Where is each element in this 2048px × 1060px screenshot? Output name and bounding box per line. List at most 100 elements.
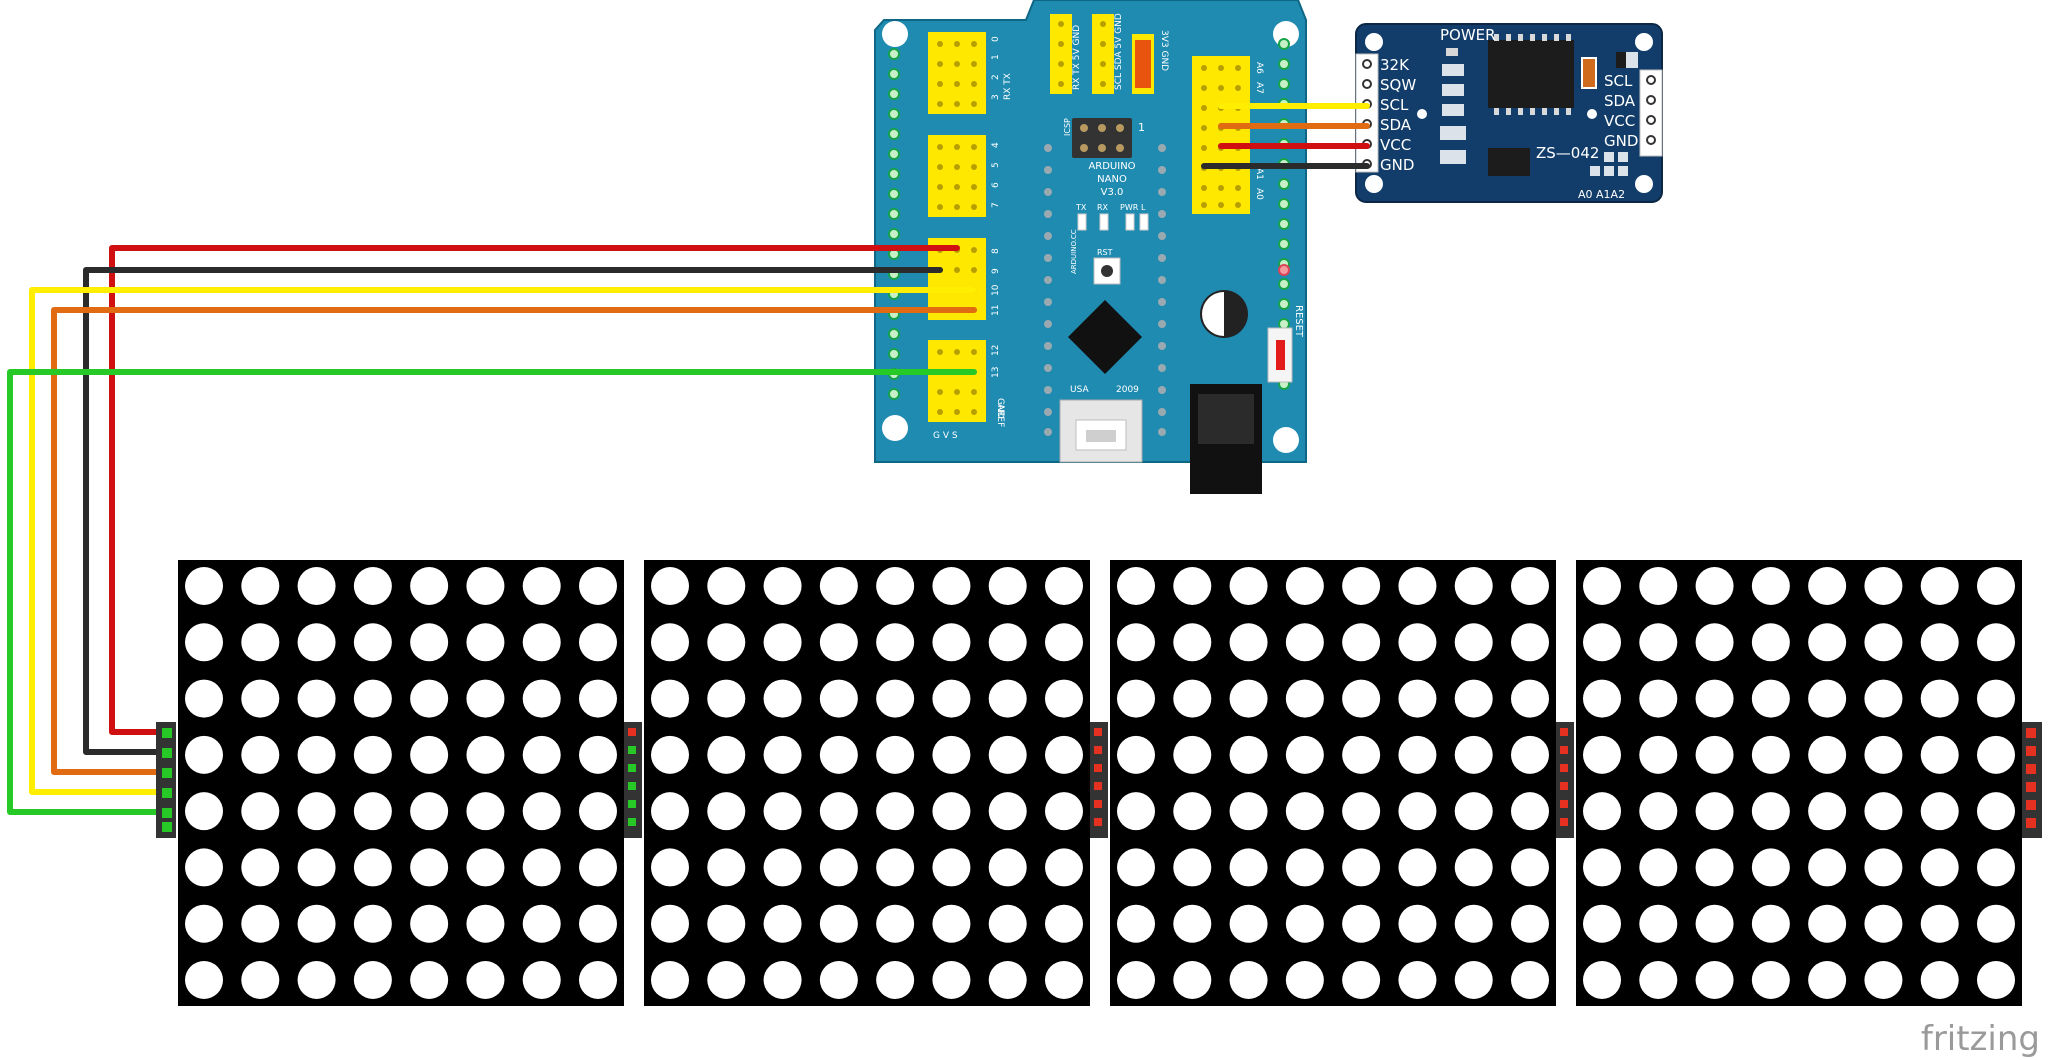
led-dot [1342, 848, 1381, 887]
led-dot [297, 848, 336, 887]
led-dot [988, 679, 1027, 718]
led-dot [1454, 567, 1493, 605]
led-dot [1454, 623, 1493, 662]
rtc-mounting-hole [1635, 175, 1653, 193]
i2c-wires [1201, 103, 1370, 169]
led-dot [410, 904, 449, 943]
led-dot [1045, 848, 1083, 887]
matrix-panels [178, 560, 2022, 1006]
led-dot [988, 623, 1027, 662]
led-dot [1173, 792, 1212, 831]
capacitor-stripe [1202, 292, 1224, 336]
led-dot [1583, 904, 1621, 943]
led-dot [1639, 567, 1678, 605]
led-dot [297, 567, 336, 605]
led-dot [1920, 679, 1959, 718]
board-name-line-1: ARDUINO [1088, 161, 1135, 172]
led-dot [819, 848, 858, 887]
reset-pad [1278, 264, 1290, 276]
led-dot [1285, 623, 1324, 662]
led-dot [763, 623, 802, 662]
led-dot [1285, 792, 1324, 831]
led-dot [1695, 623, 1734, 662]
site-label: ARDUINO.CC [1070, 229, 1078, 274]
led-dot [876, 679, 915, 718]
led-dot [876, 848, 915, 887]
led-dot [185, 623, 223, 662]
led-dot [1454, 848, 1493, 887]
rtc-right-pin-label-sda: SDA [1604, 92, 1636, 110]
led-dot [763, 961, 802, 999]
rtc-pin-label-vcc: VCC [1380, 136, 1411, 154]
led-dot [410, 848, 449, 887]
led-dot [522, 735, 561, 774]
matrix-connector-input [156, 722, 176, 838]
led-dot [1977, 679, 2015, 718]
led-dot [241, 961, 280, 999]
led-dot [932, 848, 971, 887]
usa-label: USA [1070, 385, 1089, 395]
led-dot [1639, 961, 1678, 999]
rtc-module-zs-042: POWER 32K SQW SCL SDA VCC GND SCL SDA VC… [1355, 23, 1663, 203]
rtc-smd-parts [1440, 52, 1638, 176]
led-matrix-module [1110, 560, 1556, 1006]
led-matrix-panel [644, 560, 1090, 1006]
led-dot [1920, 792, 1959, 831]
led-dot [651, 735, 689, 774]
led-dot [185, 904, 223, 943]
led-dot [1117, 792, 1155, 831]
led-dot [988, 792, 1027, 831]
usb-socket [1086, 430, 1116, 442]
analog-label-a6: A6 [1254, 62, 1264, 74]
led-matrix-panel [1576, 560, 2022, 1006]
led-dot [1398, 792, 1437, 831]
led-dot [1808, 904, 1847, 943]
led-dot [1511, 679, 1549, 718]
led-dot [241, 792, 280, 831]
led-dot [1695, 735, 1734, 774]
led-dot [932, 679, 971, 718]
digital-label-4: 4 [991, 142, 1001, 148]
led-dot [522, 567, 561, 605]
led-dot [1920, 735, 1959, 774]
led-dot [466, 961, 505, 999]
led-dot [1583, 623, 1621, 662]
rtc-right-header-pins [1646, 75, 1656, 145]
led-dot [763, 904, 802, 943]
led-dot [353, 735, 392, 774]
rtc-left-header [1355, 53, 1379, 173]
led-dot [1398, 961, 1437, 999]
led-dot [410, 735, 449, 774]
digital-label-6: 6 [991, 182, 1001, 188]
led-dot [241, 567, 280, 605]
led-dot [353, 679, 392, 718]
led-dot [763, 735, 802, 774]
led-dot [1117, 735, 1155, 774]
wire-red-vcc-matrix [109, 245, 960, 735]
analog-label-a1: A1 [1254, 168, 1264, 180]
digital-label-8: 8 [991, 248, 1001, 254]
led-dot [1045, 792, 1083, 831]
led-dot [1454, 904, 1493, 943]
led-dot [1751, 848, 1790, 887]
led-dot [1808, 792, 1847, 831]
led-dot [1229, 848, 1268, 887]
rtc-right-pin-label-vcc: VCC [1604, 112, 1635, 130]
led-dot [1117, 679, 1155, 718]
led-dot [1045, 735, 1083, 774]
led-dot [932, 735, 971, 774]
reset-button-cap [1101, 265, 1113, 277]
led-dot [1045, 623, 1083, 662]
nano-pin-rows [1044, 144, 1166, 436]
led-dot [1229, 679, 1268, 718]
led-dot [1864, 735, 1903, 774]
led-dot [1398, 679, 1437, 718]
rtc-mounting-hole [1417, 109, 1427, 119]
wire-green-clk-matrix [7, 369, 977, 815]
wire-yellow-cs-matrix [29, 287, 977, 795]
led-dot [185, 679, 223, 718]
led-dot [579, 567, 617, 605]
digital-label-0: 0 [991, 36, 1001, 42]
board-name-line-2: NANO [1097, 174, 1127, 185]
header-block-3v3-red [1135, 40, 1151, 88]
